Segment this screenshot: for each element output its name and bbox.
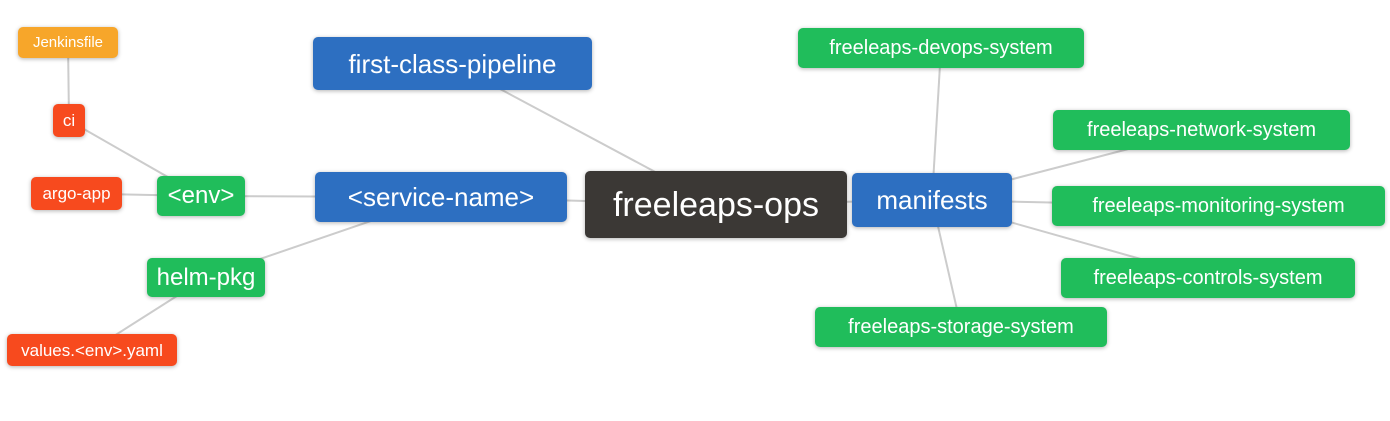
node-freeleaps-devops-system[interactable]: freeleaps-devops-system [798,28,1084,68]
node-env[interactable]: <env> [157,176,245,216]
node-service-name[interactable]: <service-name> [315,172,567,222]
node-jenkinsfile[interactable]: Jenkinsfile [18,27,118,58]
node-freeleaps-controls-system[interactable]: freeleaps-controls-system [1061,258,1355,298]
node-first-class-pipeline[interactable]: first-class-pipeline [313,37,592,90]
node-helm-pkg[interactable]: helm-pkg [147,258,265,297]
node-manifests[interactable]: manifests [852,173,1012,227]
node-freeleaps-storage-system[interactable]: freeleaps-storage-system [815,307,1107,347]
node-ci[interactable]: ci [53,104,85,137]
node-values-env-yaml[interactable]: values.<env>.yaml [7,334,177,366]
node-argo-app[interactable]: argo-app [31,177,122,210]
node-freeleaps-network-system[interactable]: freeleaps-network-system [1053,110,1350,150]
node-freeleaps-monitoring-system[interactable]: freeleaps-monitoring-system [1052,186,1385,226]
node-freeleaps-ops[interactable]: freeleaps-ops [585,171,847,238]
